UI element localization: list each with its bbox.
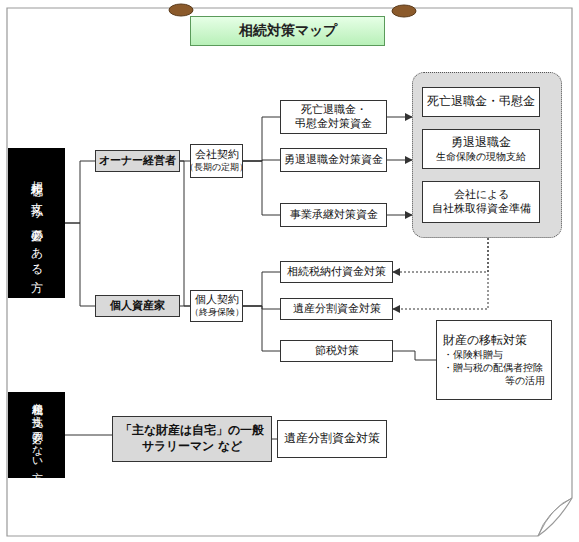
node-text: 遺産分割資金対策 bbox=[293, 302, 381, 316]
node-text: 死亡退職金・ 弔慰金対策資金 bbox=[284, 103, 383, 132]
node-text: 会社契約 bbox=[195, 148, 239, 162]
node-text: 相続税納付資金対策 bbox=[287, 265, 386, 279]
category-band: 相続税を支払う 必要のない方 bbox=[8, 392, 65, 478]
measure-box: 遺産分割資金対策 bbox=[277, 420, 387, 458]
connector-line bbox=[65, 435, 112, 436]
connector-line bbox=[65, 223, 95, 306]
fund-box: 勇退退職金対策資金 bbox=[280, 148, 387, 172]
node-text: 個人契約 bbox=[195, 293, 239, 307]
category-band: 相続税を支払う 必要のある方 bbox=[8, 148, 65, 298]
node-text: 死亡退職金・弔慰金 bbox=[427, 94, 535, 110]
node-text: 勇退退職金 bbox=[451, 135, 511, 151]
dotted-arrow bbox=[393, 238, 488, 309]
connector-line bbox=[393, 351, 436, 360]
node-text: 個人資産家 bbox=[110, 299, 165, 313]
person-box: 個人資産家 bbox=[95, 295, 180, 317]
person-box: オーナー経営者 bbox=[95, 150, 180, 172]
connector-line bbox=[387, 160, 412, 161]
connector-line bbox=[387, 117, 412, 118]
node-text: オーナー経営者 bbox=[99, 154, 176, 168]
connector-line bbox=[387, 215, 412, 216]
paper-outline bbox=[7, 8, 572, 536]
connector-line bbox=[243, 161, 280, 215]
node-text: 節税対策 bbox=[315, 344, 359, 358]
connector-line bbox=[180, 161, 190, 306]
benefit-box: 死亡退職金・弔慰金 bbox=[422, 87, 540, 117]
node-text: 生命保険の現物支給 bbox=[436, 150, 526, 163]
benefit-box: 会社による 自社株取得資金準備 bbox=[422, 181, 540, 223]
node-text: 等の活用 bbox=[443, 374, 545, 387]
connector-line bbox=[243, 272, 280, 306]
paper-curl bbox=[538, 498, 572, 536]
pin-right bbox=[392, 5, 416, 17]
title-text: 相続対策マップ bbox=[239, 22, 337, 40]
connector-line bbox=[180, 306, 190, 307]
node-text: 会社による 自社株取得資金準備 bbox=[426, 188, 536, 217]
node-text: 相続税を支払う 必要のない方 bbox=[29, 395, 43, 475]
node-text: （長期の定期） bbox=[185, 162, 248, 174]
fund-box: 事業承継対策資金 bbox=[280, 203, 387, 227]
node-text: 遺産分割資金対策 bbox=[284, 431, 380, 447]
contract-box: 会社契約（長期の定期） bbox=[190, 144, 243, 178]
person-box: 「主な財産は自宅」の一般 サラリーマン など bbox=[112, 416, 272, 462]
measure-box: 節税対策 bbox=[280, 340, 393, 362]
benefit-box: 勇退退職金生命保険の現物支給 bbox=[422, 129, 540, 169]
dotted-arrow bbox=[393, 238, 488, 272]
node-text: 勇退退職金対策資金 bbox=[284, 153, 383, 167]
measure-box: 相続税納付資金対策 bbox=[280, 261, 393, 283]
measure-box: 遺産分割資金対策 bbox=[280, 298, 393, 320]
node-text: 財産の移転対策 bbox=[443, 333, 545, 349]
node-text: 相続税を支払う 必要のある方 bbox=[29, 171, 45, 275]
group-panel: 死亡退職金・弔慰金勇退退職金生命保険の現物支給会社による 自社株取得資金準備 bbox=[412, 72, 562, 238]
node-text: 「主な財産は自宅」の一般 サラリーマン など bbox=[116, 423, 268, 454]
node-text: ・贈与税の配偶者控除 bbox=[443, 361, 545, 374]
pin-left bbox=[169, 4, 193, 16]
connector-line bbox=[243, 306, 280, 351]
title-box: 相続対策マップ bbox=[190, 16, 385, 46]
fund-box: 死亡退職金・ 弔慰金対策資金 bbox=[280, 100, 387, 134]
note-box: 財産の移転対策・保険料贈与・贈与税の配偶者控除等の活用 bbox=[436, 320, 552, 400]
node-text: ・保険料贈与 bbox=[443, 348, 545, 361]
node-text: 事業承継対策資金 bbox=[290, 208, 378, 222]
contract-box: 個人契約（終身保険） bbox=[190, 290, 243, 322]
connector-line bbox=[65, 161, 95, 223]
node-text: （終身保険） bbox=[190, 307, 244, 319]
connector-line bbox=[243, 117, 280, 161]
